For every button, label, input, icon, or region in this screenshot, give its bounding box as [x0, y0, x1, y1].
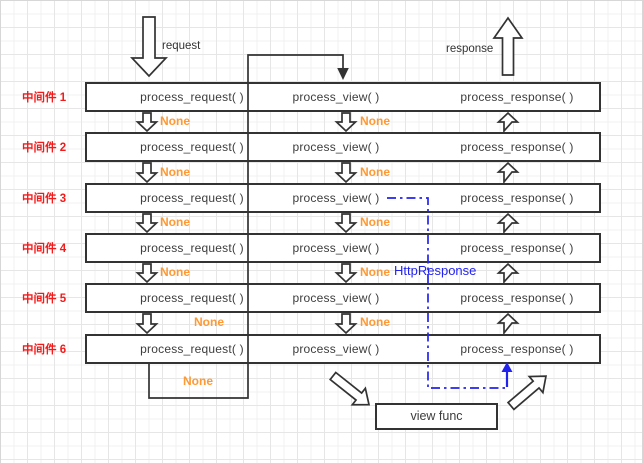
response-up-arrow — [496, 262, 520, 285]
none-label: None — [183, 374, 213, 388]
response-up-arrow — [496, 161, 520, 185]
request-down-arrow — [135, 263, 159, 284]
none-label: None — [194, 315, 224, 329]
none-label: None — [160, 215, 190, 229]
response-arrow — [492, 16, 524, 76]
loop-arrowhead — [337, 68, 349, 80]
view-down-arrow — [334, 112, 358, 133]
view-func-box: view func — [375, 403, 498, 430]
middleware-label-4: 中间件 4 — [22, 243, 67, 255]
middleware-row-3: process_request( ) process_view( ) proce… — [85, 183, 601, 213]
process-view-cell: process_view( ) — [292, 342, 380, 356]
middleware-row-1: process_request( ) process_view( ) proce… — [85, 82, 601, 112]
none-label: None — [360, 215, 390, 229]
process-view-cell: process_view( ) — [292, 191, 380, 205]
process-request-cell: process_request( ) — [140, 140, 244, 154]
httpresponse-label: HttpResponse — [394, 263, 477, 278]
none-label: None — [360, 114, 390, 128]
middleware-row-5: process_request( ) process_view( ) proce… — [85, 283, 601, 313]
response-up-arrow — [496, 312, 520, 336]
none-label: None — [360, 165, 390, 179]
request-label: request — [162, 40, 201, 52]
middleware-label-3: 中间件 3 — [22, 193, 67, 205]
process-request-cell: process_request( ) — [140, 241, 244, 255]
process-view-cell: process_view( ) — [292, 291, 380, 305]
none-label: None — [360, 265, 390, 279]
response-up-arrow — [496, 111, 520, 134]
process-view-cell: process_view( ) — [292, 90, 380, 104]
none-label: None — [160, 114, 190, 128]
process-response-cell: process_response( ) — [460, 342, 574, 356]
middleware-label-6: 中间件 6 — [22, 344, 67, 356]
process-request-cell: process_request( ) — [140, 291, 244, 305]
process-response-cell: process_response( ) — [460, 140, 574, 154]
view-down-arrow — [334, 162, 358, 184]
view-down-arrow — [334, 313, 358, 335]
request-down-arrow — [135, 112, 159, 133]
response-label: response — [446, 43, 494, 55]
middleware-label-2: 中间件 2 — [22, 142, 67, 154]
view-down-arrow — [334, 263, 358, 284]
middleware-row-6: process_request( ) process_view( ) proce… — [85, 334, 601, 364]
view-func-in-arrow — [329, 371, 371, 406]
process-response-cell: process_response( ) — [460, 90, 574, 104]
request-down-arrow — [135, 213, 159, 234]
middleware-label-5: 中间件 5 — [22, 293, 67, 305]
middleware-row-4: process_request( ) process_view( ) proce… — [85, 233, 601, 263]
middleware-row-2: process_request( ) process_view( ) proce… — [85, 132, 601, 162]
request-arrow — [130, 16, 168, 78]
request-down-arrow — [135, 313, 159, 335]
response-up-arrow — [496, 212, 520, 235]
process-request-cell: process_request( ) — [140, 191, 244, 205]
view-down-arrow — [334, 213, 358, 234]
none-label: None — [360, 315, 390, 329]
process-response-cell: process_response( ) — [460, 241, 574, 255]
middleware-label-1: 中间件 1 — [22, 92, 67, 104]
none-label: None — [160, 165, 190, 179]
view-func-out-arrow — [506, 375, 548, 411]
request-down-arrow — [135, 162, 159, 184]
process-response-cell: process_response( ) — [460, 191, 574, 205]
process-view-cell: process_view( ) — [292, 140, 380, 154]
process-response-cell: process_response( ) — [460, 291, 574, 305]
process-request-cell: process_request( ) — [140, 90, 244, 104]
process-view-cell: process_view( ) — [292, 241, 380, 255]
none-label: None — [160, 265, 190, 279]
process-request-cell: process_request( ) — [140, 342, 244, 356]
